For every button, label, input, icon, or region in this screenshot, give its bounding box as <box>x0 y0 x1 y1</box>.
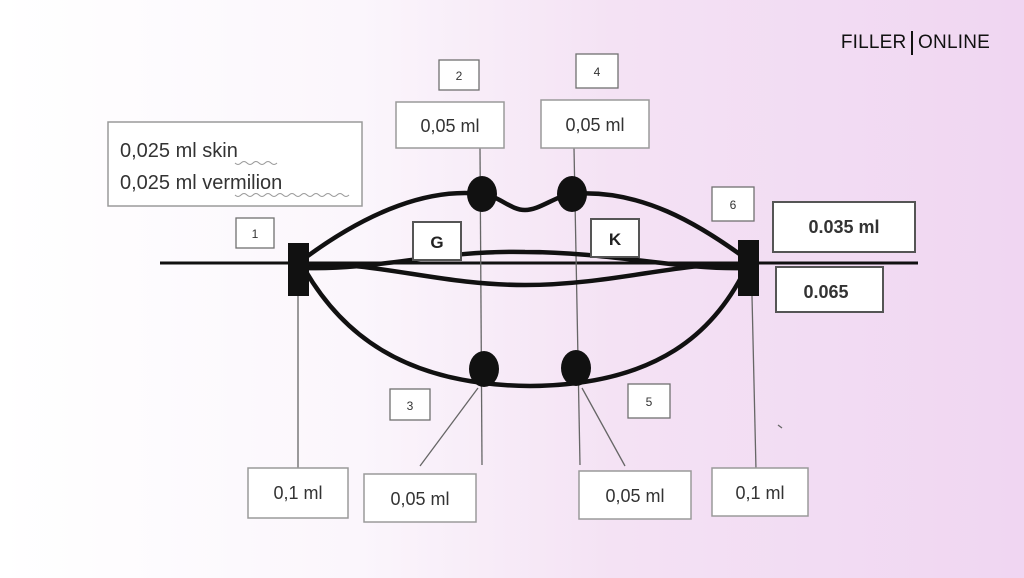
right-corner-bar <box>738 240 759 296</box>
skin-underline <box>234 161 278 165</box>
leader-line-3 <box>419 387 479 467</box>
vermilion-underline <box>234 193 350 197</box>
svg-text:G: G <box>430 233 443 252</box>
marker-1: 1 <box>235 217 275 249</box>
svg-text:0.065: 0.065 <box>803 282 848 302</box>
volume-box-top-right: 0,05 ml <box>540 99 650 149</box>
marker-4: 4 <box>575 53 619 89</box>
svg-text:5: 5 <box>646 395 653 409</box>
marker-2: 2 <box>438 59 480 91</box>
zone-g: G <box>412 221 462 261</box>
svg-text:0,1 ml: 0,1 ml <box>735 483 784 503</box>
marker-6: 6 <box>711 186 755 222</box>
volume-box-top-left: 0,05 ml <box>395 101 505 149</box>
brand-right: ONLINE <box>918 32 990 53</box>
svg-text:1: 1 <box>252 227 259 241</box>
brand-logo: FILLER ONLINE <box>841 31 990 55</box>
lower-lip-inner-line <box>302 249 748 271</box>
stray-mark <box>777 424 783 429</box>
svg-text:2: 2 <box>456 69 463 83</box>
volume-box-bottom-right-center: 0,05 ml <box>578 470 692 520</box>
svg-text:0,05 ml: 0,05 ml <box>605 486 664 506</box>
volume-box-bottom-right-corner: 0,1 ml <box>711 467 809 517</box>
svg-text:0,05 ml: 0,05 ml <box>420 116 479 136</box>
injection-point-2 <box>467 176 497 212</box>
lower-lip-outline <box>302 267 748 389</box>
brand-left: FILLER <box>840 32 907 53</box>
svg-text:4: 4 <box>594 65 601 79</box>
volume-box-right-lower: 0.065 <box>775 266 884 313</box>
volume-box-right-upper: 0.035 ml <box>772 201 916 253</box>
upper-lip-outline <box>302 190 748 261</box>
svg-text:K: K <box>609 230 622 249</box>
skin-vermilion-box: 0,025 ml skin 0,025 ml vermilion <box>107 121 363 207</box>
zone-k: K <box>590 218 640 258</box>
svg-text:0,05 ml: 0,05 ml <box>565 115 624 135</box>
marker-5: 5 <box>627 383 671 419</box>
volume-box-bottom-left-center: 0,05 ml <box>363 473 477 523</box>
svg-text:3: 3 <box>407 399 414 413</box>
skin-volume-text: 0,025 ml skin <box>120 140 238 162</box>
volume-box-bottom-left-corner: 0,1 ml <box>247 467 349 519</box>
upper-lip-inner-line <box>302 261 748 288</box>
svg-text:0,05 ml: 0,05 ml <box>390 489 449 509</box>
svg-text:6: 6 <box>730 198 737 212</box>
leader-line-right-corner <box>751 295 757 471</box>
injection-point-5 <box>561 350 591 386</box>
marker-3: 3 <box>389 388 431 421</box>
svg-text:0,1 ml: 0,1 ml <box>273 483 322 503</box>
vermilion-volume-text: 0,025 ml vermilion <box>120 172 282 194</box>
brand-separator <box>911 31 914 55</box>
injection-point-3 <box>469 351 499 387</box>
svg-text:0.035 ml: 0.035 ml <box>808 217 879 237</box>
left-corner-bar <box>288 243 309 296</box>
injection-point-4 <box>557 176 587 212</box>
leader-line-5 <box>581 387 626 467</box>
